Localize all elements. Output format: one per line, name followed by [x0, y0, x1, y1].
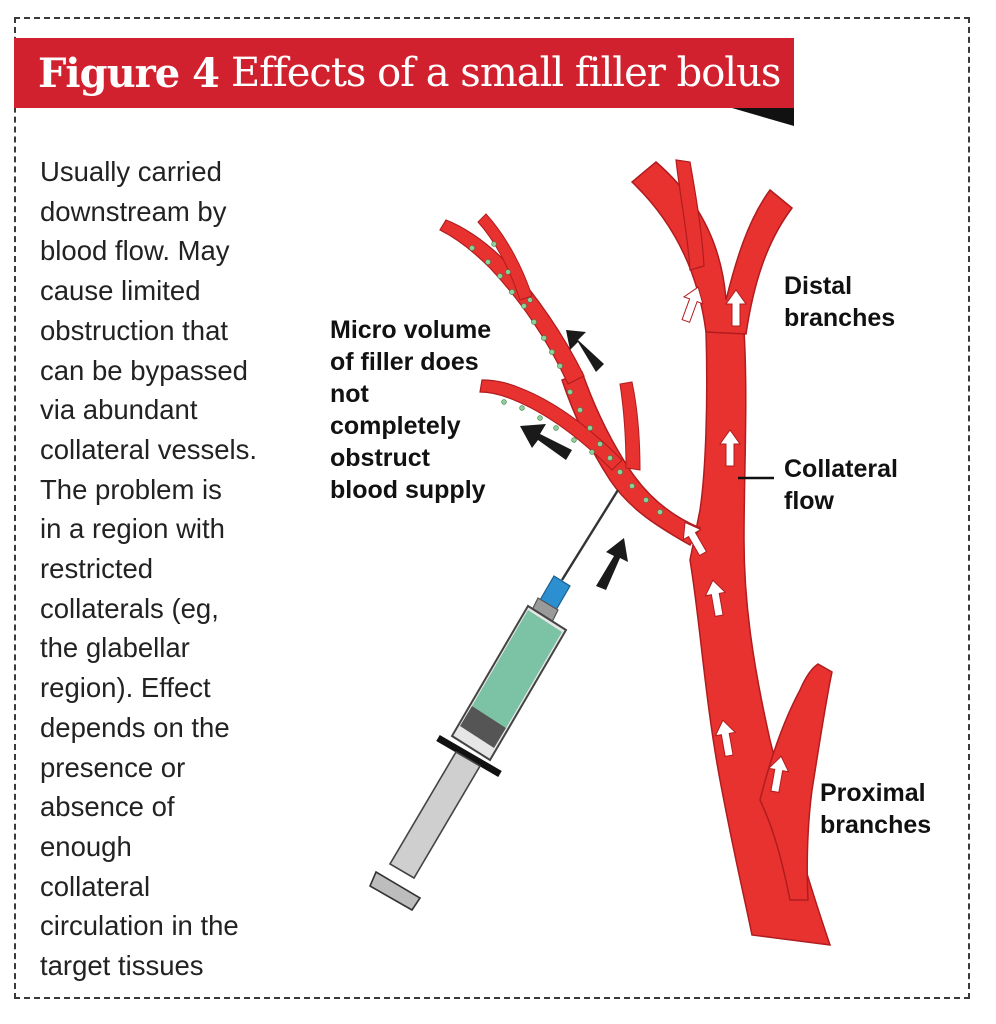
description-line: Usually carried	[40, 156, 222, 187]
description-line: target tissues	[40, 950, 204, 982]
distal-branch-left	[675, 159, 705, 271]
description-line: presence or	[40, 751, 186, 783]
label-line: completely	[330, 412, 461, 440]
description-line: restricted	[40, 553, 154, 585]
main-trunk	[689, 329, 832, 946]
plunger-rod	[388, 750, 482, 880]
description-line: collateral	[40, 870, 151, 902]
banner-tab	[732, 108, 794, 126]
artery-tree	[439, 159, 833, 946]
flow-arrow-icon	[566, 330, 604, 372]
label-line: Proximal	[820, 779, 926, 807]
label-line: blood supply	[330, 476, 486, 504]
dashed-frame	[14, 17, 970, 999]
collateral-flow-arrows	[681, 286, 790, 794]
label-line: Collateral	[784, 455, 898, 483]
figure-title: Effects of a small filler bolus	[230, 50, 781, 96]
flow-arrow-icon	[714, 719, 737, 758]
proximal-branch	[759, 663, 833, 901]
collateral-flow-label: Collateral flow	[784, 453, 898, 517]
description-line: circulation in the	[40, 910, 239, 942]
direction-arrows	[520, 330, 628, 590]
label-line: Distal	[784, 272, 853, 300]
figure-banner: Figure 4 Effects of a small filler bolus	[14, 38, 794, 108]
flow-arrow-icon	[682, 521, 708, 557]
flow-arrow-icon	[704, 579, 727, 618]
label-line: branches	[784, 304, 896, 332]
plunger-cap	[368, 870, 422, 912]
right-stub-branch	[619, 381, 641, 471]
label-line: branches	[820, 811, 932, 839]
description-line: blood flow. May	[40, 235, 230, 267]
description-line: depends on the	[40, 711, 230, 743]
label-line: flow	[784, 487, 834, 515]
description-text: Usually carried downstream by blood flow…	[40, 152, 300, 986]
description-line: the glabellar	[40, 632, 190, 664]
flow-arrow-icon	[767, 755, 790, 794]
finger-flange	[436, 734, 502, 778]
description-line: downstream by	[40, 195, 227, 227]
label-line: not	[330, 380, 369, 408]
flow-arrow-icon	[520, 424, 572, 460]
label-line: of filler does	[330, 348, 479, 376]
flow-arrow-icon	[725, 289, 747, 327]
proximal-branches-label: Proximal branches	[820, 777, 931, 841]
description-line: enough	[40, 830, 132, 862]
description-line: in a region with	[40, 513, 225, 545]
filler-dots	[469, 241, 663, 515]
syringe-icon	[368, 489, 620, 912]
description-line: obstruction that	[40, 314, 229, 346]
flow-arrow-icon	[719, 429, 741, 467]
description-line: collaterals (eg,	[40, 592, 219, 624]
description-line: absence of	[40, 791, 175, 823]
description-line: via abundant	[40, 394, 198, 426]
label-line: obstruct	[330, 444, 430, 472]
description-line: The problem is	[40, 473, 222, 505]
description-line: can be bypassed	[40, 354, 248, 386]
description-line: collateral vessels.	[40, 433, 258, 465]
label-line: Micro volume	[330, 316, 492, 344]
distal-branches-label: Distal branches	[784, 270, 895, 334]
lower-small-branch	[479, 379, 623, 471]
needle	[560, 489, 620, 581]
description-line: cause limited	[40, 275, 201, 307]
plunger-tip	[460, 706, 506, 748]
distal-trunk	[630, 161, 794, 335]
flow-arrow-icon	[681, 286, 704, 323]
syringe-fluid	[472, 610, 562, 728]
description-line: region). Effect	[40, 672, 211, 704]
flow-arrow-icon	[596, 538, 628, 590]
figure-number: Figure 4	[38, 49, 220, 97]
micro-volume-label: Micro volume of filler does not complete…	[330, 314, 491, 506]
